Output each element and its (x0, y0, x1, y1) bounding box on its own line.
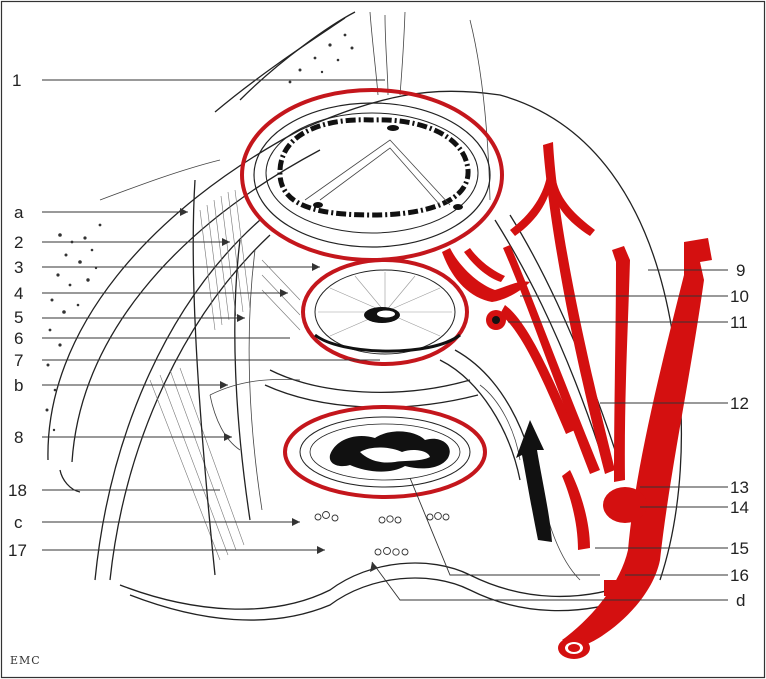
bladder-outer-ring (242, 90, 502, 260)
urethral-orifice (387, 125, 399, 131)
label-6: 6 (14, 329, 23, 348)
label-11: 11 (730, 313, 748, 332)
label-17: 17 (8, 541, 27, 560)
bladder-mucosa (280, 120, 468, 215)
artery-bulge (603, 487, 647, 523)
labels-left: 1 a 2 3 4 5 6 7 b 8 18 c 17 (8, 71, 27, 560)
vessel-clusters (315, 512, 449, 556)
label-16: 16 (730, 566, 749, 585)
label-9: 9 (736, 261, 745, 280)
muscle-hatching (150, 190, 300, 560)
labels-right: 9 10 11 12 13 14 15 16 d (730, 261, 749, 610)
rectum (285, 407, 485, 497)
black-arrow-structure (516, 420, 552, 542)
label-15: 15 (730, 539, 749, 558)
label-13: 13 (730, 478, 749, 497)
label-7: 7 (14, 351, 23, 370)
label-a: a (14, 203, 24, 222)
label-d: d (736, 591, 745, 610)
uterus-radial-fibers (318, 272, 452, 336)
label-10: 10 (730, 287, 749, 306)
label-5: 5 (14, 308, 23, 327)
uterus (303, 260, 467, 364)
label-1: 1 (12, 71, 21, 90)
publisher-logo: EMC (10, 654, 41, 667)
label-8: 8 (14, 428, 23, 447)
label-b: b (14, 376, 23, 395)
label-12: 12 (730, 394, 749, 413)
bladder (242, 90, 502, 260)
label-4: 4 (14, 284, 23, 303)
stippled-fat-top (289, 34, 354, 84)
label-18: 18 (8, 481, 27, 500)
label-c: c (14, 513, 23, 532)
label-14: 14 (730, 498, 749, 517)
label-2: 2 (14, 233, 23, 252)
label-3: 3 (14, 258, 23, 277)
